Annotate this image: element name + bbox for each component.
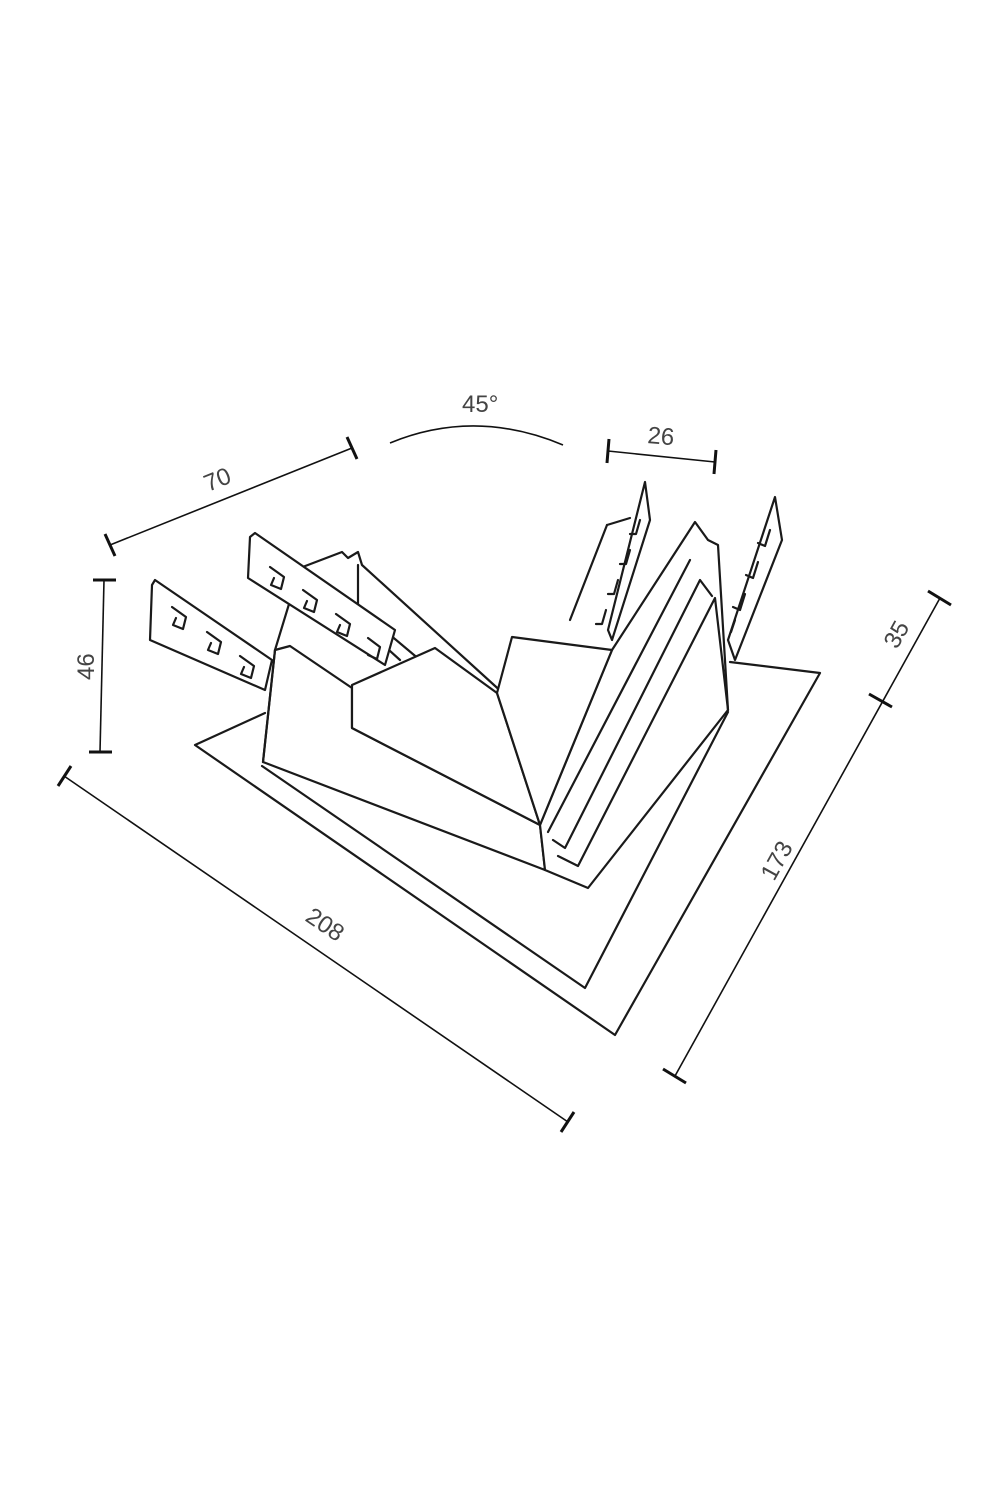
dimension-label-208: 208	[301, 903, 349, 948]
dimension-label-173: 173	[756, 837, 799, 885]
dimension-46: 46	[73, 578, 116, 754]
right-clip-left	[594, 480, 652, 642]
right-clip-right	[726, 495, 784, 662]
dimension-label-70: 70	[200, 463, 235, 498]
dimension-label-26: 26	[646, 422, 675, 451]
left-clip-front	[148, 578, 274, 692]
left-block	[261, 644, 547, 872]
center-top-face	[495, 635, 614, 827]
left-clip-back	[246, 531, 397, 667]
dimension-label-angle: 45°	[462, 391, 498, 418]
right-rails	[538, 516, 730, 890]
dimension-angle: 45°	[389, 391, 564, 446]
dimension-70: 70	[103, 436, 359, 557]
base-plate	[193, 660, 822, 1037]
dimension-label-35: 35	[879, 616, 916, 652]
dimension-26: 26	[605, 422, 718, 475]
dimension-label-46: 46	[73, 653, 100, 680]
